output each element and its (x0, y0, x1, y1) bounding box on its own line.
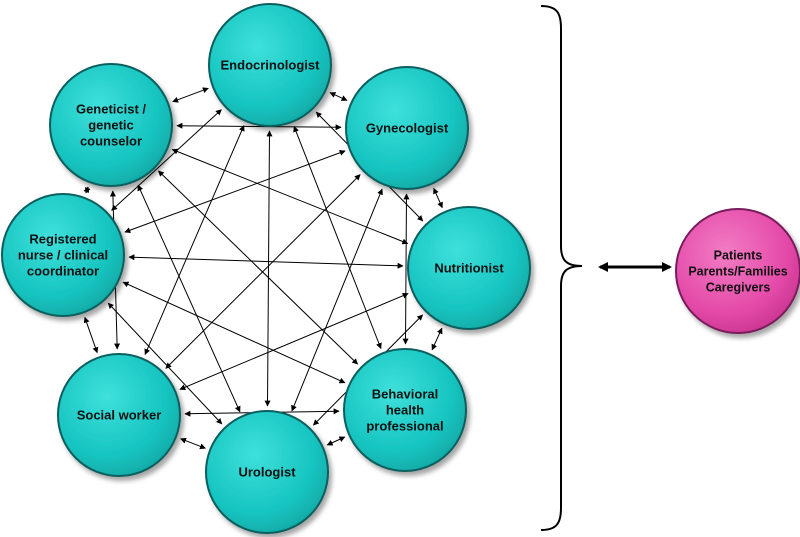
node-label-behavioral-health-line-2: professional (366, 419, 443, 434)
node-label-registered-nurse-line-2: coordinator (27, 264, 99, 279)
node-nutritionist: Nutritionist (407, 206, 531, 330)
team-nodes: EndocrinologistGynecologistNutritionistB… (1, 3, 531, 534)
node-label-registered-nurse-line-0: Registered (29, 232, 96, 247)
node-label-nutritionist-line-0: Nutritionist (434, 261, 504, 276)
node-label-registered-nurse-line-1: nurse / clinical (18, 248, 108, 263)
node-circle-nutritionist (407, 206, 531, 330)
connector-endocrinologist-gynecologist (329, 92, 348, 101)
connector-gynecologist-geneticist (176, 122, 342, 131)
connector-gynecologist-behavioral-health (402, 193, 410, 345)
connector-gynecologist-social-worker (165, 174, 361, 369)
node-label-geneticist-line-1: genetic (88, 118, 134, 133)
node-endocrinologist: Endocrinologist (208, 3, 332, 127)
node-label-patients-line-1: Parents/Families (688, 265, 787, 279)
node-social-worker: Social worker (57, 353, 181, 477)
team-brace (540, 5, 583, 531)
node-label-patients-line-0: Patients (714, 249, 763, 263)
connector-urologist-social-worker (180, 437, 206, 450)
node-label-geneticist-line-2: counselor (80, 134, 142, 149)
connector-lines (83, 87, 443, 450)
node-label-gynecologist-line-0: Gynecologist (366, 121, 449, 136)
connector-behavioral-health-geneticist (157, 170, 359, 365)
node-label-patients-line-2: Caregivers (706, 281, 771, 295)
node-label-behavioral-health-line-1: health (386, 403, 424, 418)
node-circle-endocrinologist (208, 3, 332, 127)
node-circle-patients (675, 208, 800, 334)
connector-social-worker-registered-nurse (83, 316, 99, 354)
connector-nutritionist-behavioral-health (431, 327, 443, 351)
node-circle-urologist (205, 410, 329, 534)
node-circle-gynecologist (345, 66, 469, 190)
node-circle-geneticist (49, 63, 173, 187)
node-label-urologist-line-0: Urologist (238, 465, 296, 480)
node-circle-registered-nurse (1, 193, 125, 317)
connector-endocrinologist-urologist (264, 130, 273, 407)
node-label-geneticist-line-0: Geneticist / (76, 102, 146, 117)
connector-registered-nurse-geneticist (83, 186, 91, 194)
node-circle-social-worker (57, 353, 181, 477)
node-label-endocrinologist-line-0: Endocrinologist (221, 58, 321, 73)
connector-urologist-geneticist (137, 184, 241, 413)
node-circle-behavioral-health (343, 348, 467, 472)
connector-endocrinologist-geneticist (172, 87, 209, 103)
connector-gynecologist-nutritionist (433, 187, 443, 209)
connector-nutritionist-registered-nurse (128, 254, 404, 269)
node-urologist: Urologist (205, 410, 329, 534)
node-label-social-worker-line-0: Social worker (77, 408, 162, 423)
node-label-behavioral-health-line-0: Behavioral (372, 387, 438, 402)
connector-behavioral-health-urologist (326, 436, 346, 446)
node-gynecologist: Gynecologist (345, 66, 469, 190)
